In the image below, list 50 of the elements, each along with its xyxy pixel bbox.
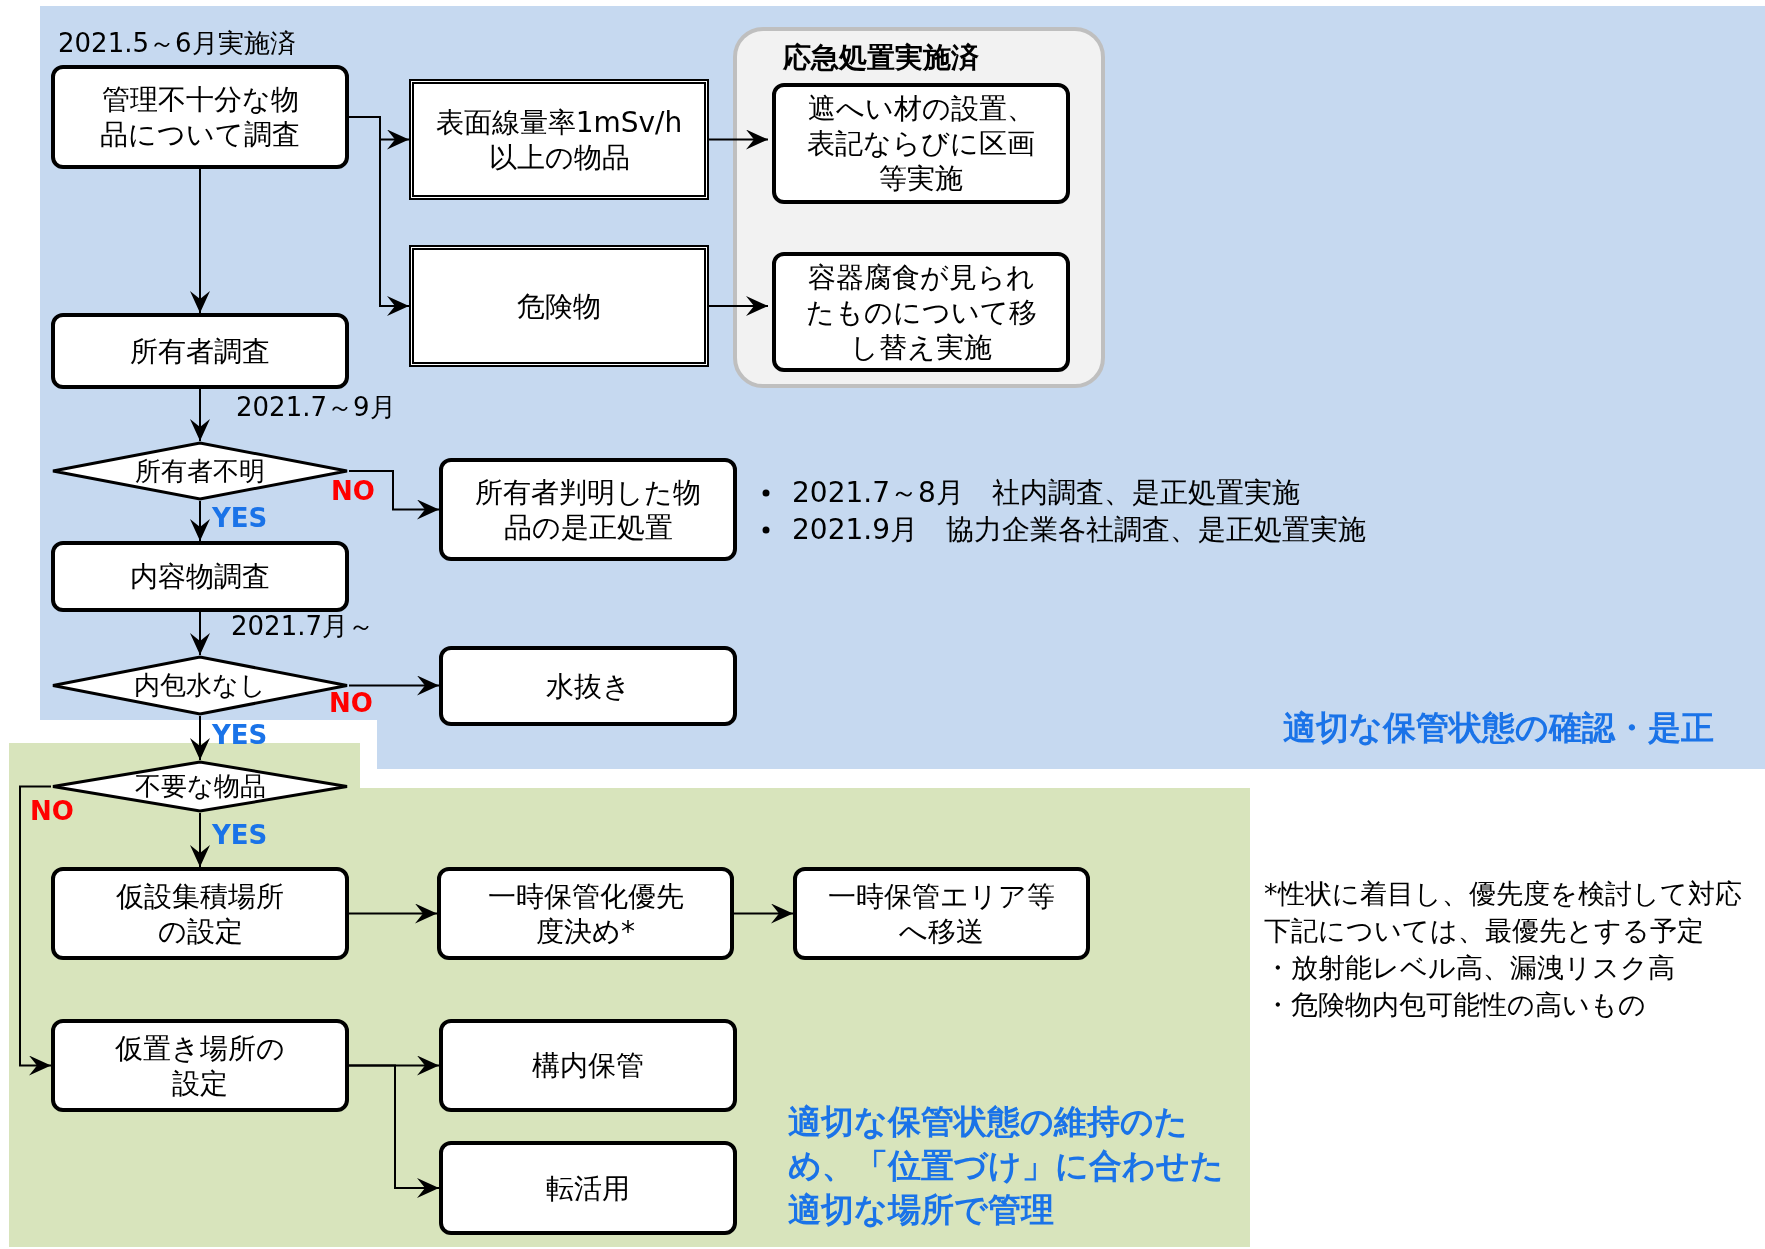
arrow (348, 470, 440, 520)
panel-heading: 応急処置実施済 (783, 40, 979, 76)
arrow (190, 168, 210, 314)
process-box: 内容物調査 (51, 541, 349, 612)
arrow (190, 812, 210, 868)
arrow (190, 611, 210, 656)
process-box: 所有者判明した物品の是正処置 (439, 458, 737, 561)
process-box: 構内保管 (439, 1019, 737, 1112)
edge-label: 2021.7～9月 (236, 391, 396, 424)
process-box: 仮設集積場所の設定 (51, 867, 349, 960)
arrow (19, 785, 52, 1076)
process-box: 転活用 (439, 1141, 737, 1235)
process-box: 遮へい材の設置、表記ならびに区画等実施 (772, 83, 1070, 204)
edge-label: NO (331, 476, 375, 506)
bullet-note: 2021.9月 協力企業各社調査、是正処置実施 (792, 512, 1366, 548)
edge-label: YES (212, 720, 268, 750)
arrow (733, 903, 794, 924)
process-box: 仮置き場所の設定 (51, 1019, 349, 1112)
footnote-text: ・危険物内包可能性の高いもの (1264, 988, 1646, 1022)
edge-label: YES (212, 820, 268, 850)
process-box: 所有者調査 (51, 313, 349, 389)
bullet-note: 2021.7～8月 社内調査、是正処置実施 (792, 475, 1300, 511)
edge-label: YES (212, 503, 268, 533)
arrow (708, 296, 769, 316)
process-box: 一時保管エリア等へ移送 (793, 867, 1090, 960)
footnote-text: *性状に着目し、優先度を検討して対応 (1264, 877, 1742, 911)
region-band (40, 6, 1765, 769)
arrow (190, 715, 210, 761)
region-heading: 適切な保管状態の維持のため、「位置づけ」に合わせた適切な場所で管理 (788, 1101, 1225, 1231)
edge-label: 2021.7月～ (231, 610, 374, 643)
process-box: 水抜き (439, 646, 737, 726)
footnote-text: ・放射能レベル高、漏洩リスク高 (1264, 951, 1675, 985)
arrow (348, 903, 438, 924)
group-panel (733, 27, 1105, 388)
date-note: 2021.5～6月実施済 (58, 27, 296, 60)
process-box: 表面線量率1mSv/h以上の物品 (409, 79, 709, 200)
arrow (190, 388, 210, 442)
arrow (348, 675, 440, 696)
arrow (348, 116, 410, 316)
arrow (348, 1064, 440, 1198)
region-band (9, 743, 1250, 1247)
process-box: 管理不十分な物品について調査 (51, 65, 349, 169)
process-box: 容器腐食が見られたものについて移し替え実施 (772, 252, 1070, 372)
process-box: 危険物 (409, 245, 709, 367)
region-heading: 適切な保管状態の確認・是正 (1283, 707, 1715, 749)
process-box: 一時保管化優先度決め* (437, 867, 734, 960)
edge-label: NO (329, 688, 373, 718)
arrow (708, 129, 769, 150)
arrow (190, 500, 210, 542)
footnote-text: 下記については、最優先とする予定 (1264, 914, 1704, 948)
